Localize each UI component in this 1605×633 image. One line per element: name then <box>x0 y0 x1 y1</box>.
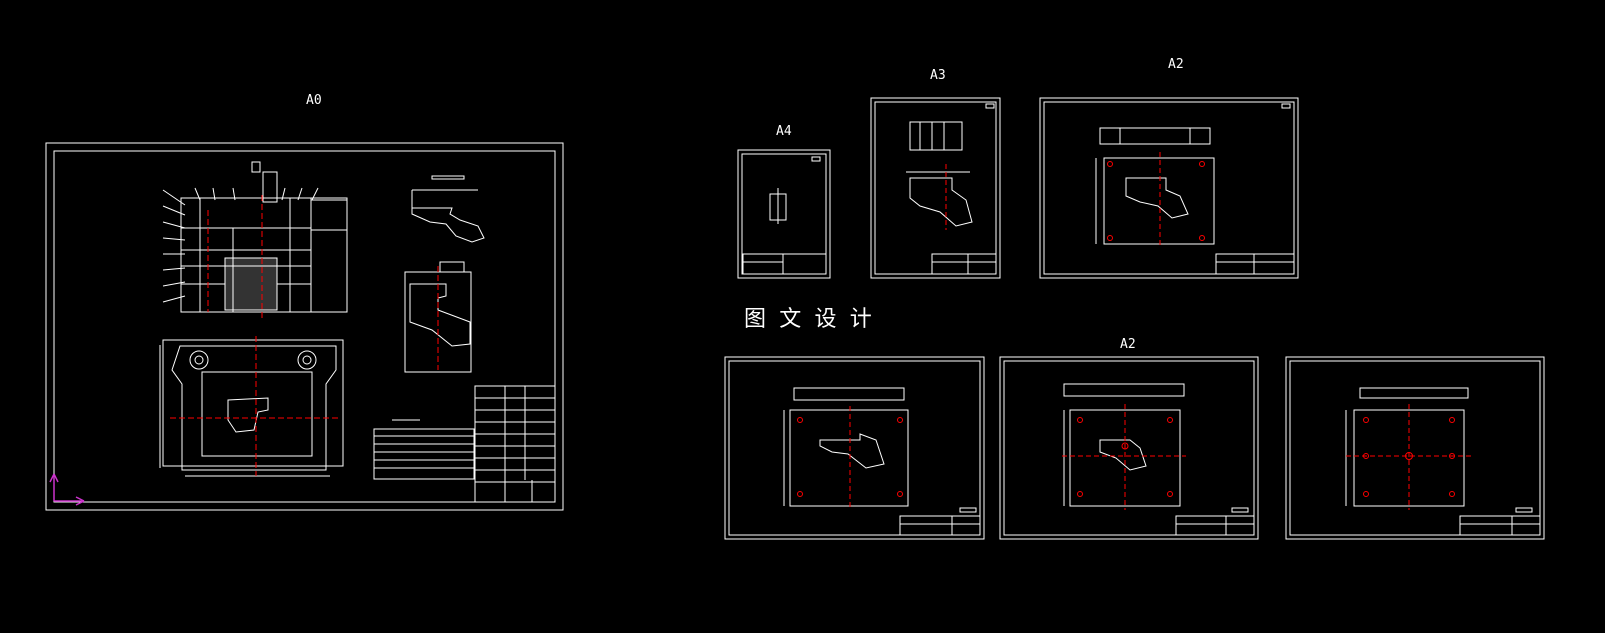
sheet-label-a2-top: A2 <box>1168 57 1184 72</box>
sheet-label-a2-bottom: A2 <box>1120 337 1136 352</box>
assembly-section-view <box>162 161 348 313</box>
sheet-a2-bottom-3[interactable] <box>1285 356 1545 540</box>
sheet-a2-top[interactable] <box>1039 97 1299 279</box>
sheet-a3[interactable] <box>870 97 1001 279</box>
a2-top-accents <box>1107 152 1205 248</box>
ucs-axis-icon <box>49 473 85 506</box>
tech-requirements <box>373 419 475 480</box>
part-detail-top <box>411 175 485 243</box>
title-block-a0 <box>474 385 556 503</box>
sheet-a2-bottom-1-accents <box>797 406 903 510</box>
sheet-a4[interactable] <box>737 149 831 279</box>
sheet-a2-bottom-3-accents <box>1346 404 1472 510</box>
sheet-a2-bottom-1[interactable] <box>724 356 985 540</box>
sheet-label-a4: A4 <box>776 124 792 139</box>
assembly-plan-view <box>159 339 344 477</box>
sheet-a0[interactable] <box>45 142 564 511</box>
sheet-label-a0: A0 <box>306 93 322 108</box>
watermark-text: 图 文 设 计 <box>744 307 872 332</box>
sheet-a2-bottom-accents <box>1062 404 1186 510</box>
sheet-label-a3: A3 <box>930 68 946 83</box>
sheet-a2-bottom[interactable] <box>999 356 1259 540</box>
